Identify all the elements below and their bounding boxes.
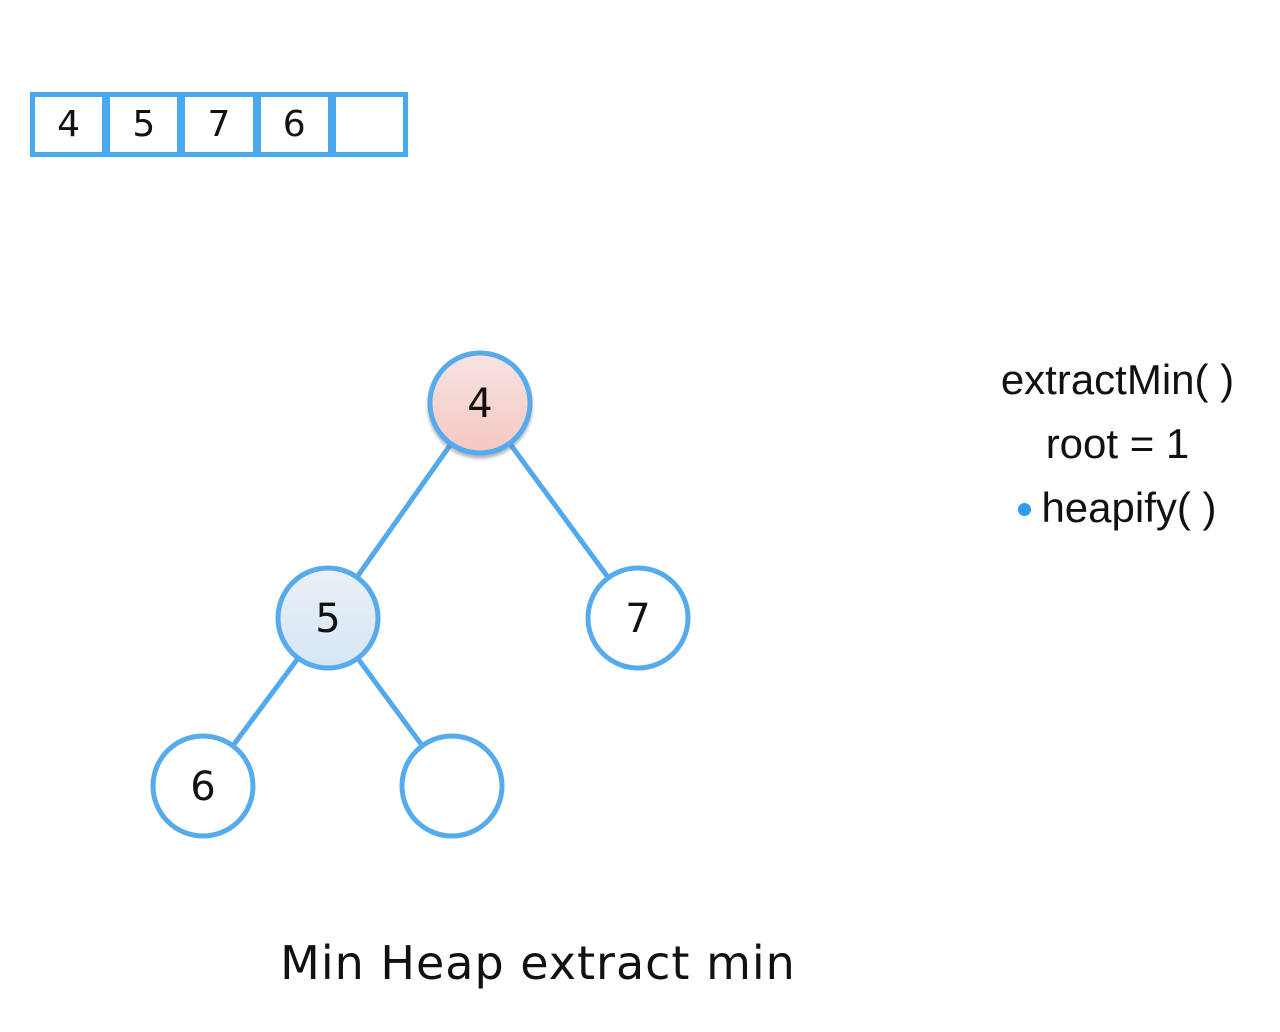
tree-node-left-circle [275, 565, 381, 671]
array-cell-3: 6 [261, 97, 336, 152]
extract-min-call-label: extractMin( ) [1000, 356, 1235, 403]
tree-node-left-left-circle [150, 733, 256, 839]
heapify-call-label: heapify( ) [1041, 484, 1217, 531]
array-cell-0: 4 [35, 97, 111, 152]
tree-node-root-label: 4 [467, 381, 492, 427]
tree-node-root: 4 [427, 350, 533, 456]
bullet-dot-icon [1018, 503, 1032, 516]
tree-node-right-label: 7 [625, 596, 650, 642]
heapify-bullet-item: heapify( ) [955, 476, 1280, 540]
tree-node-right-circle [585, 565, 691, 671]
tree-node-left-right-child [399, 733, 505, 839]
side-notes: extractMin( ) root = 1 heapify( ) [955, 348, 1280, 540]
array-cell-2: 7 [185, 97, 261, 152]
tree-node-left-left-child: 6 [150, 733, 256, 839]
root-assignment-label: root = 1 [1045, 420, 1190, 467]
tree-node-left-left-label: 6 [190, 764, 215, 810]
tree-node-right-child: 7 [585, 565, 691, 671]
caption-title: Min Heap extract min [280, 936, 796, 990]
tree-node-left-label: 5 [315, 596, 340, 642]
heap-array: 4 5 7 6 [30, 92, 408, 157]
tree-node-root-circle [427, 350, 533, 456]
tree-node-left-right-circle [399, 733, 505, 839]
tree-node-left-child: 5 [275, 565, 381, 671]
array-cell-1: 5 [110, 97, 186, 152]
